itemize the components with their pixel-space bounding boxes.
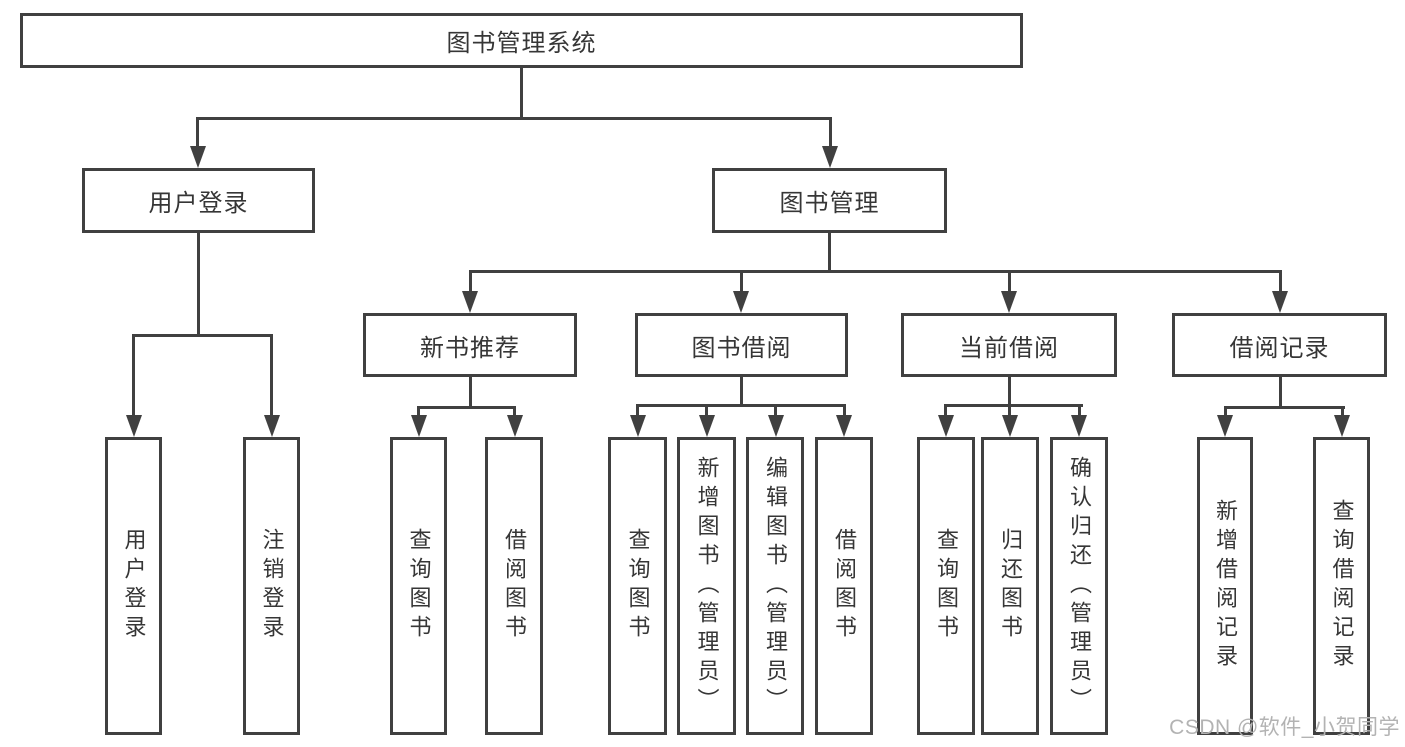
connector-vline	[520, 68, 523, 120]
leaf-label: 借阅图书	[832, 528, 857, 644]
leaf-user-login: 用户登录	[105, 437, 162, 735]
node-current-borrowing: 当前借阅	[901, 313, 1117, 377]
connector-vline	[1008, 270, 1011, 293]
leaf-label: 编辑图书（管理员）	[763, 455, 788, 717]
connector-vline	[828, 233, 831, 273]
leaf-borrow-books: 借阅图书	[815, 437, 873, 735]
leaf-query-books-borrowing: 查询图书	[608, 437, 667, 735]
connector-vline	[1279, 270, 1282, 293]
arrowhead-down-icon	[462, 291, 478, 313]
connector-vline	[774, 404, 777, 417]
arrowhead-down-icon	[733, 291, 749, 313]
connector-hline	[944, 404, 1083, 407]
connector-vline	[705, 404, 708, 417]
arrowhead-down-icon	[768, 415, 784, 437]
node-root-library-system: 图书管理系统	[20, 13, 1023, 68]
connector-hline	[417, 406, 516, 409]
connector-vline	[829, 117, 832, 148]
arrowhead-down-icon	[1002, 415, 1018, 437]
connector-vline	[417, 406, 420, 417]
connector-hline	[196, 117, 832, 120]
connector-vline	[740, 377, 743, 406]
node-label: 图书管理	[779, 190, 880, 217]
connector-vline	[513, 406, 516, 417]
connector-vline	[944, 404, 947, 417]
node-book-management: 图书管理	[712, 168, 947, 233]
arrowhead-down-icon	[938, 415, 954, 437]
arrowhead-down-icon	[1334, 415, 1350, 437]
connector-hline	[636, 404, 846, 407]
node-borrowing-records: 借阅记录	[1172, 313, 1387, 377]
leaf-label: 查询图书	[406, 528, 432, 644]
connector-vline	[197, 233, 200, 337]
node-label: 图书借阅	[691, 334, 792, 362]
node-user-login: 用户登录	[82, 168, 315, 233]
arrowhead-down-icon	[126, 415, 142, 437]
leaf-add-books-admin: 新增图书（管理员）	[677, 437, 736, 735]
arrowhead-down-icon	[264, 415, 280, 437]
connector-hline	[469, 270, 1282, 273]
arrowhead-down-icon	[630, 415, 646, 437]
leaf-logout: 注销登录	[243, 437, 300, 735]
leaf-label: 新增借阅记录	[1213, 499, 1238, 673]
arrowhead-down-icon	[836, 415, 852, 437]
arrowhead-down-icon	[1001, 291, 1017, 313]
connector-vline	[1078, 404, 1081, 417]
connector-hline	[1224, 406, 1345, 409]
leaf-borrow-books-recommend: 借阅图书	[485, 437, 543, 735]
connector-vline	[1341, 406, 1344, 417]
leaf-confirm-return-admin: 确认归还（管理员）	[1050, 437, 1108, 735]
leaf-return-books: 归还图书	[981, 437, 1039, 735]
connector-vline	[843, 404, 846, 417]
leaf-add-borrow-record: 新增借阅记录	[1197, 437, 1253, 735]
leaf-label: 新增图书（管理员）	[694, 455, 720, 717]
node-label: 借阅记录	[1229, 334, 1330, 362]
leaf-label: 注销登录	[259, 528, 285, 644]
leaf-label: 查询图书	[625, 528, 651, 644]
connector-vline	[1008, 377, 1011, 406]
connector-hline	[132, 334, 273, 337]
arrowhead-down-icon	[507, 415, 523, 437]
node-label: 新书推荐	[420, 334, 520, 362]
leaf-query-borrow-record: 查询借阅记录	[1313, 437, 1370, 735]
node-new-book-recommend: 新书推荐	[363, 313, 577, 377]
connector-vline	[740, 270, 743, 293]
node-label: 用户登录	[148, 190, 249, 217]
leaf-query-books-current: 查询图书	[917, 437, 975, 735]
connector-vline	[196, 117, 199, 148]
connector-vline	[469, 377, 472, 408]
connector-vline	[1008, 404, 1011, 417]
arrowhead-down-icon	[190, 146, 206, 168]
connector-vline	[1224, 406, 1227, 417]
leaf-label: 查询图书	[934, 528, 959, 644]
connector-vline	[636, 404, 639, 417]
connector-vline	[132, 334, 135, 417]
arrowhead-down-icon	[1272, 291, 1288, 313]
arrowhead-down-icon	[1071, 415, 1087, 437]
leaf-label: 借阅图书	[502, 528, 527, 644]
node-label: 当前借阅	[959, 334, 1059, 362]
connector-vline	[270, 334, 273, 417]
arrowhead-down-icon	[411, 415, 427, 437]
connector-vline	[469, 270, 472, 293]
node-label: 图书管理系统	[446, 30, 597, 57]
arrowhead-down-icon	[699, 415, 715, 437]
leaf-label: 查询借阅记录	[1329, 499, 1355, 673]
arrowhead-down-icon	[1217, 415, 1233, 437]
leaf-label: 用户登录	[121, 528, 147, 644]
leaf-query-books-recommend: 查询图书	[390, 437, 447, 735]
leaf-label: 归还图书	[998, 528, 1023, 644]
connector-vline	[1279, 377, 1282, 408]
leaf-label: 确认归还（管理员）	[1067, 455, 1092, 717]
csdn-watermark: CSDN @软件_小贺同学	[1169, 716, 1400, 739]
arrowhead-down-icon	[822, 146, 838, 168]
node-book-borrowing: 图书借阅	[635, 313, 848, 377]
leaf-edit-books-admin: 编辑图书（管理员）	[746, 437, 804, 735]
